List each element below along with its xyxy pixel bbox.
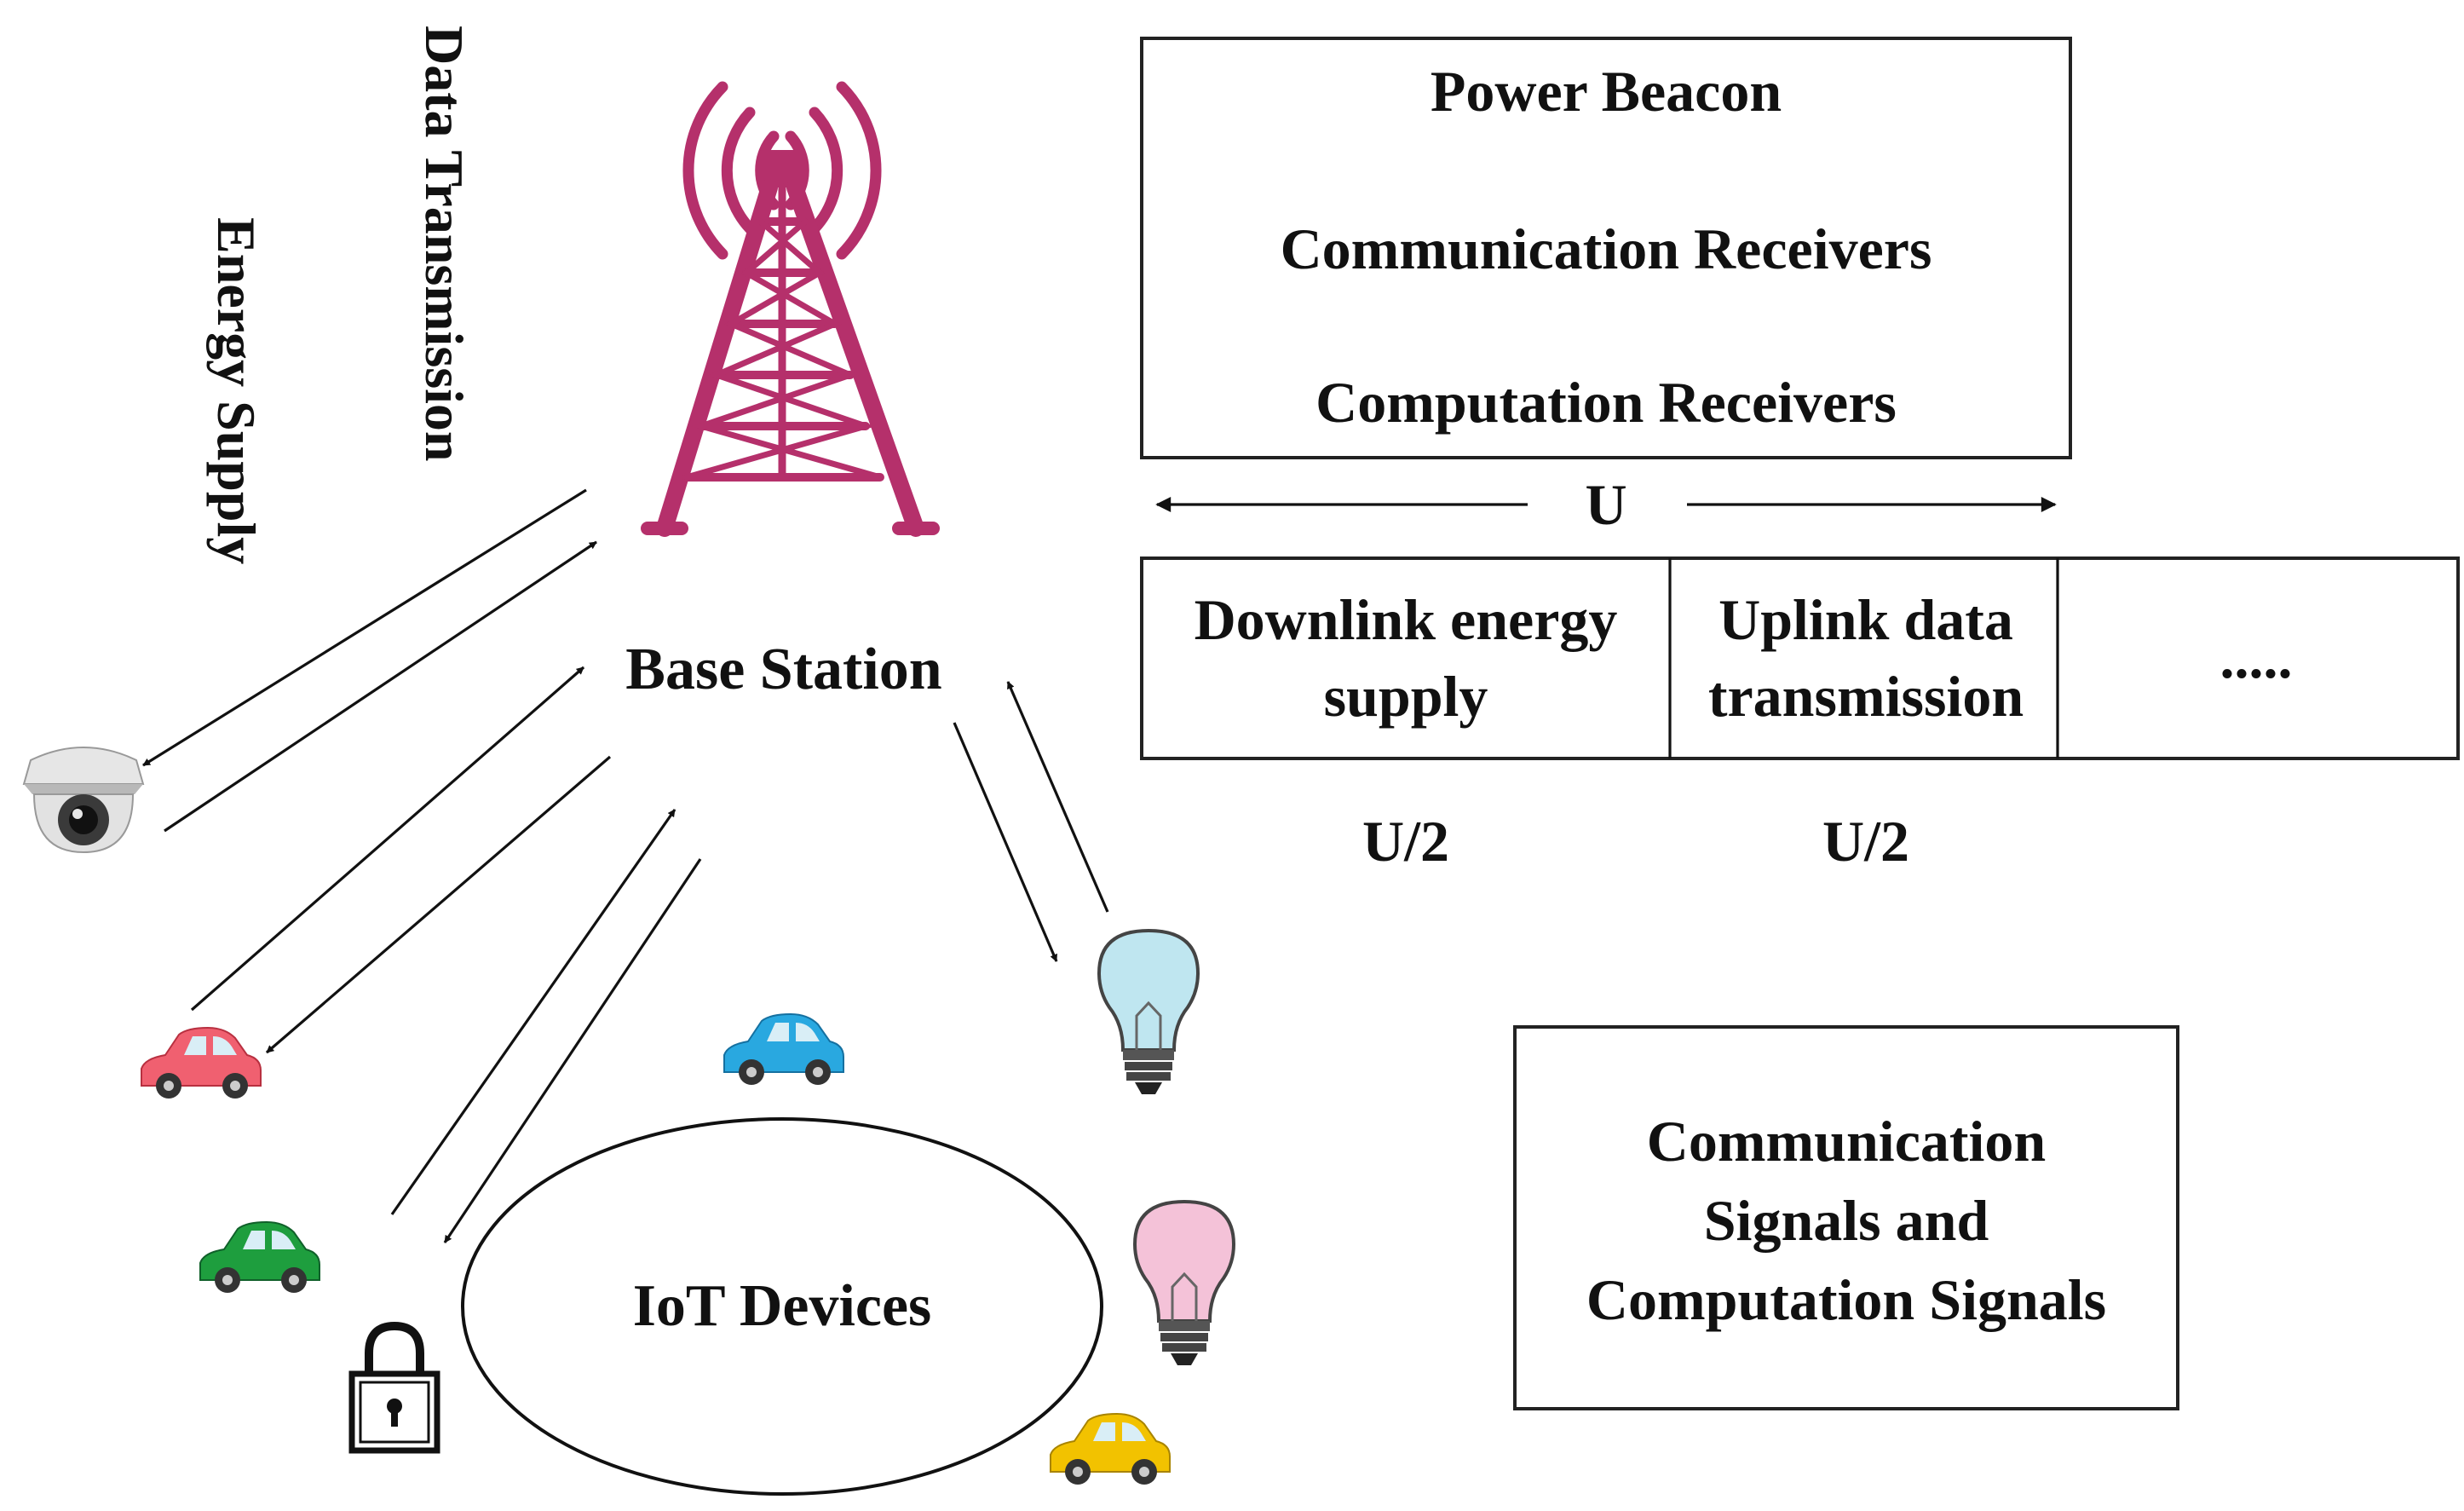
slot-uplink-line1: Uplink data (1718, 587, 2013, 652)
arrow-to-pink-car (265, 755, 612, 1054)
data-transmission-label: Data Transmission (414, 26, 475, 462)
slot-downlink-line2: supply (1324, 664, 1488, 729)
security-camera-icon (22, 747, 145, 854)
arrow-from-bulb (1006, 681, 1109, 913)
signals-line3: Computation Signals (1586, 1267, 2106, 1332)
base-station-tower-icon (641, 81, 940, 537)
roles-power-beacon: Power Beacon (1431, 59, 1782, 124)
blue-car-icon (723, 1012, 844, 1085)
energy-supply-label: Energy Supply (206, 217, 267, 564)
signals-line2: Signals and (1704, 1188, 1989, 1253)
slot-ellipsis: ..... (2220, 626, 2293, 690)
arrow-from-lock (390, 809, 676, 1215)
roles-box (1140, 37, 2072, 459)
span-total-label: U (1585, 472, 1626, 537)
base-station-label: Base Station (625, 637, 941, 702)
slot-uplink-duration: U/2 (1822, 809, 1909, 874)
signals-line1: Communication (1647, 1109, 2046, 1174)
roles-computation-receivers: Computation Receivers (1315, 370, 1897, 435)
iot-devices-label: IoT Devices (633, 1273, 932, 1339)
iot-devices-group (461, 1117, 1103, 1496)
link-arrows (142, 488, 1109, 1243)
slot-downlink-line1: Downlink energy (1195, 587, 1618, 652)
pink-light-bulb-icon (1132, 1199, 1236, 1365)
slot-uplink-line2: transmission (1708, 664, 2024, 729)
green-car-icon (199, 1220, 320, 1293)
arrow-to-bulb (953, 722, 1058, 962)
pink-car-icon (141, 1026, 262, 1099)
yellow-car-icon (1050, 1412, 1171, 1485)
roles-communication-receivers: Communication Receivers (1281, 216, 1932, 281)
timeline-slots: Downlink energy supply Uplink data trans… (1140, 557, 2460, 760)
arrow-from-pink-car (190, 666, 585, 1012)
arrow-from-camera (164, 540, 597, 833)
padlock-icon (348, 1321, 440, 1454)
arrow-to-camera (142, 488, 587, 767)
blue-light-bulb-icon (1097, 928, 1200, 1094)
arrow-to-lock (443, 858, 702, 1243)
slot-downlink-duration: U/2 (1362, 809, 1449, 874)
signals-box (1513, 1025, 2179, 1410)
